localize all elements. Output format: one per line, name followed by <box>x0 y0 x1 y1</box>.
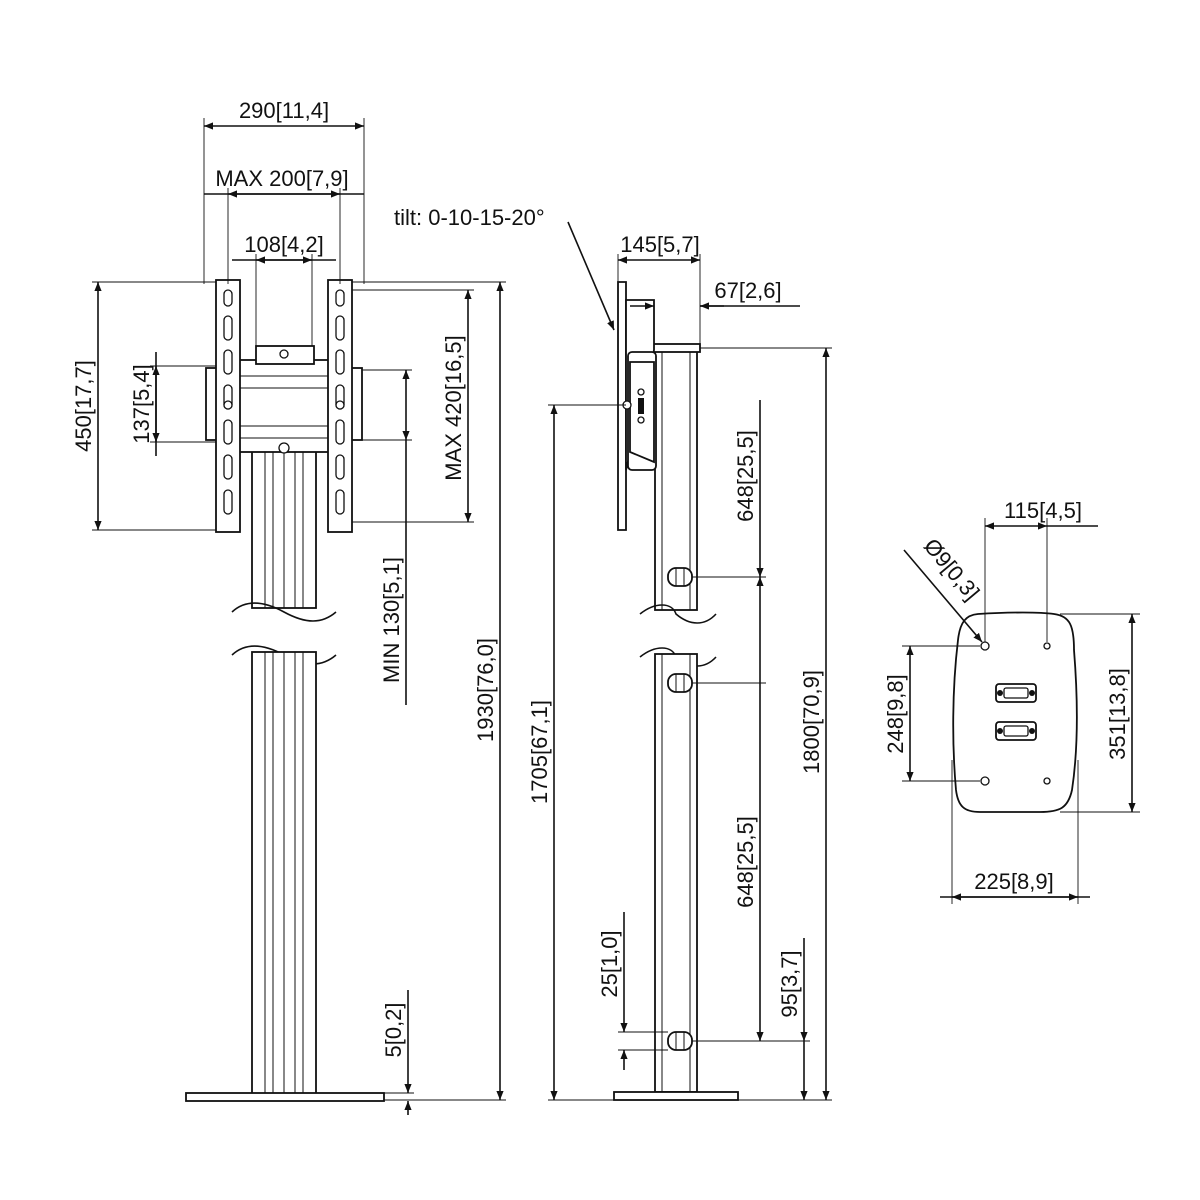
dim-base-depth-label: 351[13,8] <box>1105 668 1130 760</box>
dim-front-height-label: 450[17,7] <box>71 360 96 452</box>
tilt-label: tilt: 0-10-15-20° <box>394 205 545 230</box>
base-hole-top-left <box>980 641 990 651</box>
dim-vesa-max-height: MAX 420[16,5] <box>352 289 474 523</box>
dim-foot-height-label: 25[1,0] <box>597 930 622 997</box>
base-view: 115[4,5] Ø9[0,3] 248[9,8] 351[13,8] 225 <box>883 498 1140 904</box>
dim-column-height-label: 1800[70,9] <box>799 670 824 774</box>
dim-column-spacing-label: 108[4,2] <box>244 232 324 257</box>
base-plate-outline <box>952 611 1078 813</box>
dim-hole-offset: 115[4,5] <box>984 498 1098 642</box>
dim-upper-spacing-label: 648[25,5] <box>733 430 758 522</box>
side-column-upper <box>651 343 701 611</box>
side-hook-middle <box>667 673 693 693</box>
side-base-plate <box>613 1091 739 1101</box>
dim-upper-spacing: 648[25,5] <box>692 400 766 683</box>
dim-hole-spacing: 137[5,4] <box>129 352 216 456</box>
dim-vesa-max-height-label: MAX 420[16,5] <box>441 335 466 481</box>
dim-base-thickness-label: 5[0,2] <box>381 1002 406 1057</box>
dim-hole-pitch-label: 248[9,8] <box>883 674 908 754</box>
dim-total-height-label: 1930[76,0] <box>473 638 498 742</box>
front-rail-left <box>215 279 241 533</box>
side-hook-lower <box>667 1031 693 1051</box>
dim-lowest-hook-label: 95[3,7] <box>777 950 802 1017</box>
dim-lower-spacing-label: 648[25,5] <box>733 816 758 908</box>
tilt-callout: tilt: 0-10-15-20° <box>394 205 615 331</box>
dim-center-height: 1705[67,1] <box>527 404 626 1101</box>
dim-hole-pitch: 248[9,8] <box>883 645 980 782</box>
dim-side-depth: 145[5,7] <box>617 232 701 344</box>
dim-lowest-hook: 95[3,7] <box>738 938 810 1100</box>
dim-min-gap-label: MIN 130[5,1] <box>379 557 404 683</box>
dim-front-width-label: 290[11,4] <box>239 98 329 123</box>
dim-min-gap: MIN 130[5,1] <box>362 369 412 705</box>
dim-base-width: 225[8,9] <box>940 760 1090 904</box>
side-column-lower <box>654 653 698 1093</box>
side-view: tilt: 0-10-15-20° 145[5,7] 67[2,6] 1800[… <box>394 205 832 1101</box>
base-hole-bottom-right <box>1043 777 1051 785</box>
dim-vesa-max-width-label: MAX 200[7,9] <box>215 166 348 191</box>
base-hole-bottom-left <box>980 776 990 786</box>
dim-side-offset: 67[2,6] <box>630 278 800 344</box>
dim-hole-diameter-label: Ø9[0,3] <box>919 534 985 605</box>
base-bracket-lower <box>995 721 1037 741</box>
dim-front-width: 290[11,4] <box>203 98 365 284</box>
dim-foot-height: 25[1,0] <box>597 912 668 1070</box>
dim-column-spacing: 108[4,2] <box>232 232 336 346</box>
dim-vesa-max-width: MAX 200[7,9] <box>204 166 364 284</box>
dim-hole-spacing-label: 137[5,4] <box>129 364 154 444</box>
dim-hole-offset-label: 115[4,5] <box>1004 498 1082 523</box>
front-column-lower <box>251 651 317 1095</box>
dim-base-depth: 351[13,8] <box>1060 613 1140 813</box>
dim-base-width-label: 225[8,9] <box>974 869 1054 894</box>
base-hole-top-right <box>1043 642 1051 650</box>
side-hook-upper <box>667 567 693 587</box>
front-rail-right <box>327 279 353 533</box>
dim-base-thickness: 5[0,2] <box>381 990 414 1115</box>
dim-lower-spacing: 648[25,5] <box>692 682 766 1042</box>
front-column-upper <box>251 449 317 609</box>
side-screen-plate <box>617 281 657 531</box>
front-base-plate <box>185 1092 385 1102</box>
front-view: 290[11,4] MAX 200[7,9] 108[4,2] 450[17,7… <box>71 98 506 1115</box>
dim-center-height-label: 1705[67,1] <box>527 700 552 804</box>
dim-front-height: 450[17,7] <box>71 281 216 531</box>
base-bracket-upper <box>995 683 1037 703</box>
dim-total-height: 1930[76,0] <box>352 281 506 1101</box>
dim-column-height: 1800[70,9] <box>700 347 832 1101</box>
dim-side-offset-label: 67[2,6] <box>714 278 781 303</box>
dim-side-depth-label: 145[5,7] <box>620 232 700 257</box>
